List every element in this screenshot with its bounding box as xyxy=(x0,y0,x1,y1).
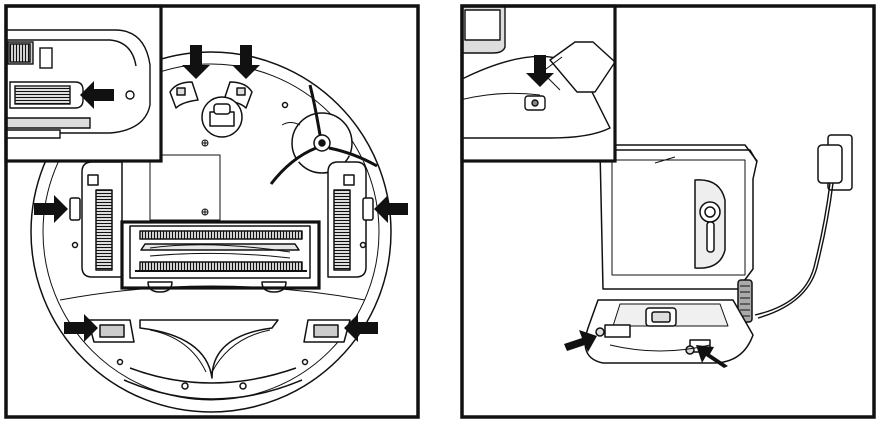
power-adapter xyxy=(755,135,852,318)
wheel-clip-right xyxy=(363,198,373,220)
inset-wheel-closeup xyxy=(0,6,161,161)
dock-ramp xyxy=(585,300,753,363)
wheel-left xyxy=(82,162,122,277)
right-panel xyxy=(460,5,874,417)
wheel-clip-left xyxy=(70,198,80,220)
brushroll xyxy=(130,226,310,278)
cliff-sensor-right xyxy=(304,320,350,342)
dock-tower xyxy=(600,145,757,322)
wheel-right xyxy=(328,162,366,277)
charge-contact-left xyxy=(605,325,630,337)
left-panel xyxy=(0,6,418,417)
